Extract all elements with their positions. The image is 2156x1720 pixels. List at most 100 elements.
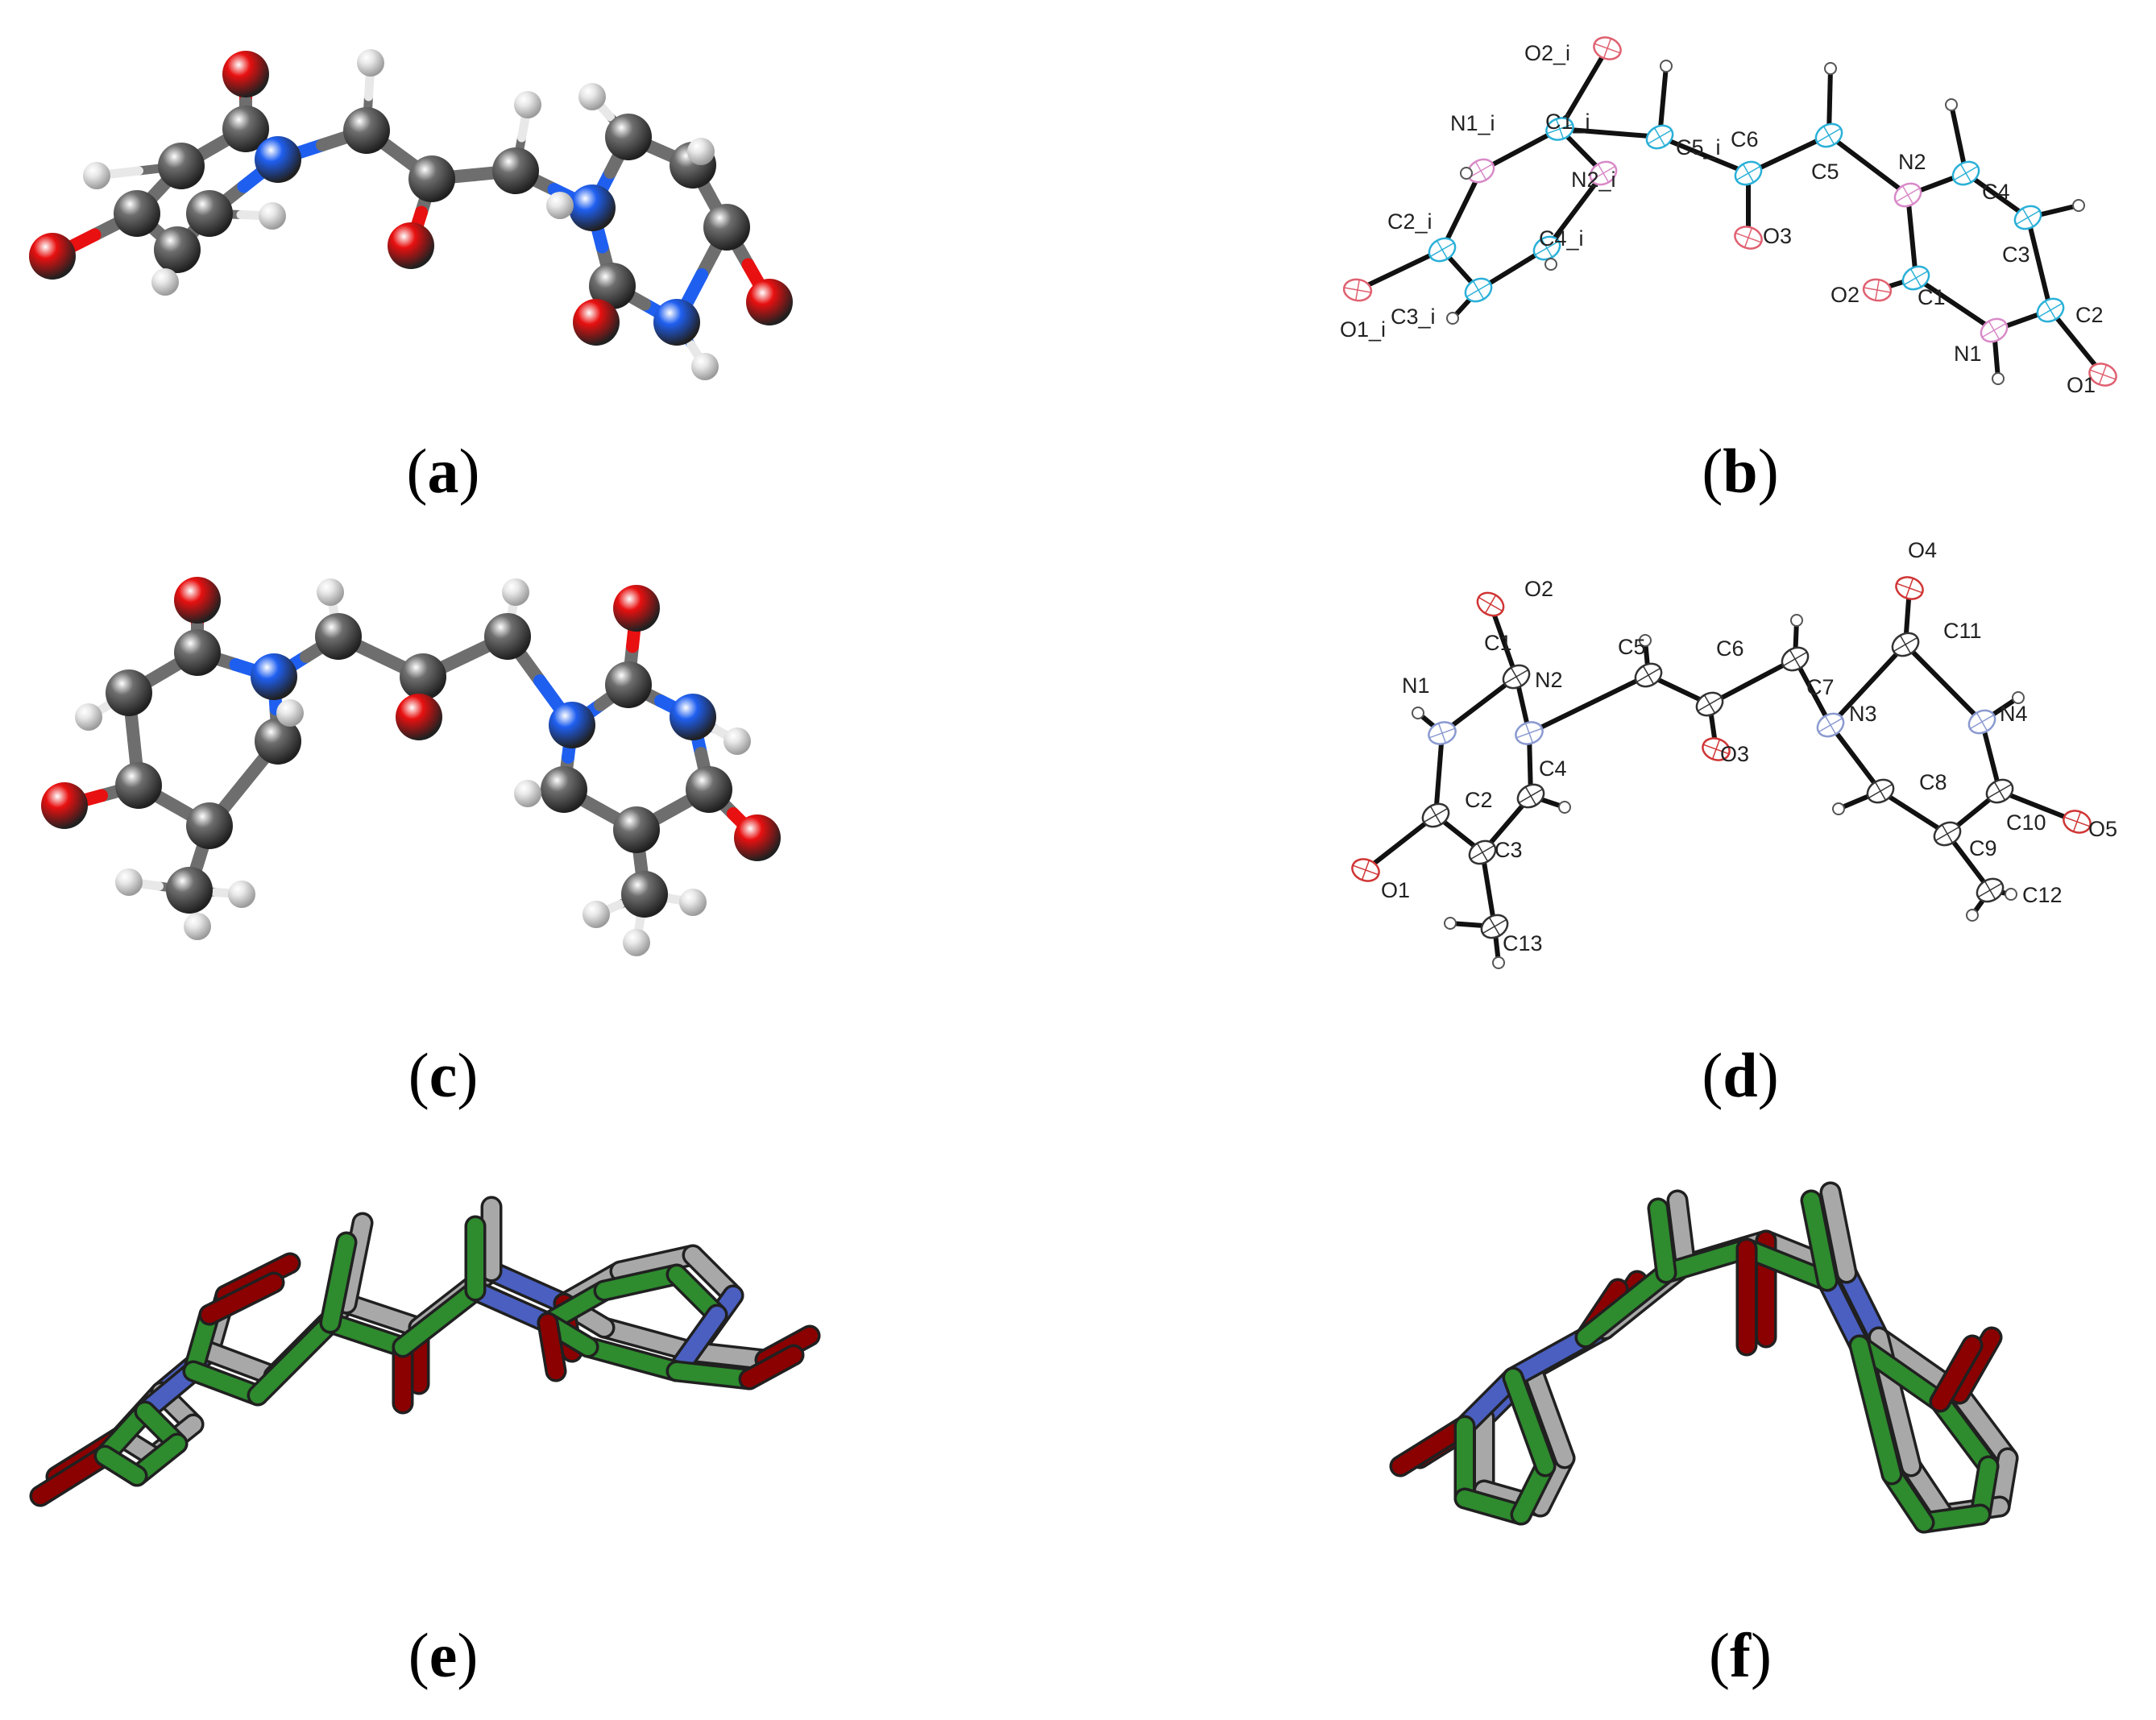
ellipsoid-arc (1895, 183, 1913, 194)
ellipsoid-axis (1901, 185, 1914, 205)
ellipsoid-axis (1824, 715, 1837, 735)
ellipsoid-o (1476, 591, 1505, 617)
green-stick (201, 1274, 282, 1323)
caption-a: (a) (406, 436, 480, 506)
bond (2025, 217, 2053, 311)
atom-label-c6: C6 (1716, 636, 1744, 661)
oxygen-atom (396, 694, 442, 740)
ellipsoid-c (1468, 839, 1497, 865)
hydrogen-atom (546, 192, 574, 219)
hydrogen-atom (83, 162, 110, 189)
hydrogen-atom (357, 49, 384, 77)
ellipsoid-o (1702, 737, 1731, 761)
ellipsoid-arc (1902, 576, 1922, 586)
bond (1479, 126, 1561, 173)
ellipsoid-c (1516, 783, 1545, 809)
hydrogen-atom (1544, 258, 1557, 271)
ellipsoid-arc (1503, 665, 1521, 676)
ellipsoid-arc (1486, 592, 1503, 603)
ellipsoid-arc (1697, 692, 1714, 703)
ellipsoid-arc (1466, 278, 1483, 289)
atom-label-n1: N1 (1402, 673, 1430, 698)
molecule-c-ball-and-stick (41, 577, 781, 956)
ellipsoid-arc (1903, 266, 1921, 277)
ellipsoid-n (1515, 721, 1544, 745)
hydrogen-atom (228, 881, 255, 908)
carbon-atom (400, 653, 446, 700)
bond (1793, 657, 1833, 727)
hydrogen-atom (317, 578, 344, 606)
ellipsoid-o (1593, 36, 1622, 60)
atom-label-c1: C1 (1918, 285, 1946, 309)
atom-label-c1_i: C1_i (1545, 110, 1590, 134)
ellipsoid-c (1781, 646, 1810, 672)
ellipsoid-n (1980, 317, 2009, 343)
hydrogen-atom (1945, 98, 1958, 111)
green-stick (322, 1315, 411, 1355)
green-stick (395, 1283, 483, 1355)
carbon-atom (408, 155, 455, 202)
atom-label-c12: C12 (2022, 883, 2063, 907)
ellipsoid-arc (1818, 713, 1835, 724)
atom-label-n2: N2 (1898, 150, 1926, 174)
bond (1828, 723, 1883, 793)
atom-label-o5: O5 (2088, 817, 2117, 841)
ellipsoid-arc (1600, 36, 1619, 46)
ellipsoid-o (1862, 278, 1893, 302)
hydrogen-atom (1832, 802, 1845, 815)
bond (1559, 126, 1661, 139)
hydrogen-atom (691, 353, 719, 380)
ellipsoid-o (1342, 278, 1373, 302)
ellipsoid-o (2063, 810, 2092, 834)
ellipsoid-arc (1517, 721, 1536, 731)
ellipsoid-axis (1488, 917, 1501, 936)
ellipsoid-axis (1602, 38, 1612, 59)
hydrogen-atom (1992, 372, 2005, 385)
atom-label-o1: O1 (2067, 373, 2096, 397)
ellipsoid-axis (1742, 164, 1755, 183)
carbon-atom (186, 802, 233, 849)
bond (2048, 309, 2105, 376)
atom-label-c2: C2 (2075, 303, 2104, 327)
atom-label-c5_i: C5_i (1676, 135, 1721, 160)
carbon-atom (106, 669, 152, 716)
carbon-atom (255, 718, 301, 765)
atom-label-o3: O3 (1720, 742, 1749, 766)
ellipsoid-arc (1981, 318, 1999, 329)
carbon-atom (343, 107, 390, 154)
molecule-e-stick-overlay (29, 1196, 821, 1507)
ellipsoid-c (1480, 914, 1509, 939)
ellipsoid-arc (1969, 710, 1987, 721)
ellipsoid-arc (1868, 779, 1885, 790)
bond (1905, 194, 1918, 279)
ellipsoid-arc (1636, 663, 1653, 674)
ellipsoid-arc (1782, 647, 1800, 658)
nitrogen-atom (251, 653, 297, 700)
ellipsoid-arc (1423, 803, 1441, 814)
ellipsoid-arc (2070, 810, 2089, 819)
panel-c (0, 516, 1080, 1031)
ellipsoid-n (1428, 721, 1457, 745)
hydrogen-atom (115, 868, 143, 896)
atom-label-n4: N4 (2000, 702, 2028, 726)
ellipsoid-c (1734, 160, 1763, 186)
carbon-atom (589, 263, 636, 309)
bond (1658, 135, 1750, 176)
ellipsoid-c (2013, 205, 2042, 230)
hydrogen-atom (514, 91, 541, 118)
carbon-atom (166, 867, 213, 914)
atom-label-n1_i: N1_i (1450, 111, 1495, 135)
hydrogen-atom (1444, 917, 1457, 930)
atom-label-c4: C4 (1982, 180, 2010, 204)
ellipsoid-axis (2098, 364, 2108, 385)
ellipsoid-c (1634, 662, 1663, 688)
atom-label-c4_i: C4_i (1539, 226, 1584, 251)
oxygen-atom (174, 577, 221, 624)
carbon-atom (484, 613, 531, 660)
carbon-atom (114, 190, 160, 237)
green-stick (540, 1315, 564, 1379)
atom-label-n3: N3 (1849, 702, 1877, 726)
ellipsoid-axis (1653, 127, 1666, 147)
bond (1708, 657, 1797, 707)
